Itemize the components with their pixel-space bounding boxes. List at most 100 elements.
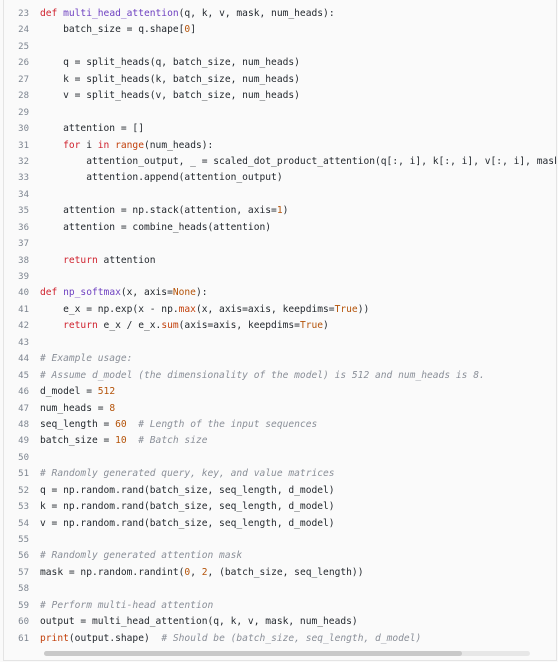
- line-number: 50: [18, 452, 29, 463]
- scrollbar-thumb[interactable]: [44, 651, 462, 656]
- code-token: (x, axis=: [120, 287, 173, 299]
- code-token: # Randomly generated attention mask: [40, 550, 243, 562]
- code-token: # Batch size: [132, 435, 208, 447]
- code-token: attention = combine_heads(attention): [40, 221, 272, 233]
- code-token: k = split_heads(k, batch_size, num_heads…: [40, 73, 300, 85]
- code-token: (axis=axis, keepdims=: [178, 320, 300, 332]
- line-number: 60: [18, 617, 29, 628]
- code-token: ,: [190, 566, 202, 578]
- code-line: 27 k = split_heads(k, batch_size, num_he…: [4, 72, 556, 88]
- code-token: (output.shape): [68, 632, 150, 644]
- line-number: 29: [18, 107, 29, 118]
- code-token: def: [40, 8, 64, 19]
- code-token: v = split_heads(v, batch_size, num_heads…: [40, 90, 300, 102]
- code-token: 8: [109, 402, 116, 414]
- code-token: # Should be (batch_size, seq_length, d_m…: [155, 632, 422, 644]
- code-token: e_x / e_x.: [97, 320, 162, 332]
- code-line: 33 attention.append(attention_output): [4, 170, 556, 186]
- code-token: # Assume d_model (the dimensionality of …: [40, 369, 485, 381]
- line-code: def multi_head_attention(q, k, v, mask, …: [40, 8, 335, 19]
- code-token: # Randomly generated query, key, and val…: [40, 468, 335, 480]
- code-token: (q, k, v, mask, num_heads):: [178, 8, 335, 19]
- code-token: np_softmax: [63, 287, 121, 299]
- code-token: max: [178, 303, 196, 315]
- horizontal-scrollbar[interactable]: [44, 651, 530, 656]
- line-number: 52: [18, 485, 29, 496]
- code-token: 1: [276, 205, 283, 217]
- line-number: 47: [18, 403, 29, 414]
- line-number: 58: [18, 584, 29, 595]
- line-number: 37: [18, 239, 29, 250]
- line-code: v = np.random.rand(batch_size, seq_lengt…: [40, 518, 335, 529]
- code-token: [40, 255, 63, 266]
- code-token: 512: [97, 386, 116, 398]
- line-code: # Example usage:: [40, 353, 132, 364]
- line-number: 35: [18, 206, 29, 217]
- code-token: return: [63, 254, 98, 266]
- code-token: i: [80, 139, 98, 151]
- line-code: d_model = 512: [40, 386, 115, 397]
- code-token: 2: [201, 566, 208, 578]
- code-line: 24 batch_size = q.shape[0]: [4, 22, 556, 38]
- code-line: 42 return e_x / e_x.sum(axis=axis, keepd…: [4, 318, 556, 334]
- code-token: return: [63, 320, 98, 332]
- line-number: 56: [18, 551, 29, 562]
- code-token: )): [357, 303, 370, 315]
- code-line: 38 return attention: [4, 253, 556, 269]
- code-token: 60: [115, 418, 127, 430]
- code-line: 40 def np_softmax(x, axis=None):: [4, 285, 556, 301]
- code-line: 56 # Randomly generated attention mask: [4, 548, 556, 564]
- code-line: 55: [4, 532, 556, 548]
- code-token: seq_length =: [40, 418, 116, 430]
- code-token: num_heads =: [40, 402, 110, 414]
- code-token: attention = []: [40, 123, 144, 135]
- line-code: print(output.shape) # Should be (batch_s…: [40, 633, 421, 644]
- code-panel[interactable]: 23 def multi_head_attention(q, k, v, mask…: [3, 0, 557, 661]
- code-line: 28 v = split_heads(v, batch_size, num_he…: [4, 88, 556, 104]
- line-number: 36: [18, 222, 29, 233]
- line-number: 30: [18, 124, 29, 135]
- line-number: 46: [18, 387, 29, 398]
- code-line: 35 attention = np.stack(attention, axis=…: [4, 203, 556, 219]
- code-token: def: [40, 287, 64, 299]
- line-code: # Randomly generated query, key, and val…: [40, 468, 335, 479]
- code-line: 51 # Randomly generated query, key, and v…: [4, 466, 556, 482]
- code-token: ): [282, 205, 289, 217]
- code-token: 0: [184, 566, 191, 578]
- code-token: (x, axis=axis, keepdims=: [195, 303, 335, 315]
- line-number: 41: [18, 304, 29, 315]
- line-code: num_heads = 8: [40, 403, 115, 414]
- code-token: e_x = np.exp(x - np.: [40, 303, 179, 315]
- code-token: True: [334, 303, 358, 315]
- code-token: output = multi_head_attention(q, k, v, m…: [40, 616, 358, 628]
- line-number: 40: [18, 288, 29, 299]
- line-number: 23: [18, 9, 29, 19]
- line-code: def np_softmax(x, axis=None):: [40, 287, 208, 298]
- line-number: 54: [18, 518, 29, 529]
- code-line: 34: [4, 187, 556, 203]
- line-number: 59: [18, 600, 29, 611]
- line-number: 26: [18, 58, 29, 69]
- code-line: 43: [4, 335, 556, 351]
- code-token: # Perform multi-head attention: [40, 599, 214, 611]
- line-number: 53: [18, 502, 29, 513]
- code-token: [40, 320, 63, 331]
- line-number: 51: [18, 469, 29, 480]
- code-lines: 23 def multi_head_attention(q, k, v, mask…: [4, 6, 556, 647]
- code-token: sum: [161, 320, 179, 332]
- line-code: attention = []: [40, 123, 144, 134]
- code-line: 31 for i in range(num_heads):: [4, 138, 556, 154]
- line-code: attention = combine_heads(attention): [40, 222, 271, 233]
- code-token: 0: [184, 24, 191, 36]
- code-line: 41 e_x = np.exp(x - np.max(x, axis=axis,…: [4, 302, 556, 318]
- code-token: 10: [115, 435, 127, 447]
- line-number: 43: [18, 337, 29, 348]
- code-token: attention.append(attention_output): [40, 172, 283, 184]
- code-line: 44# Example usage:: [4, 351, 556, 367]
- line-code: attention_output, _ = scaled_dot_product…: [40, 156, 556, 167]
- line-number: 34: [18, 189, 29, 200]
